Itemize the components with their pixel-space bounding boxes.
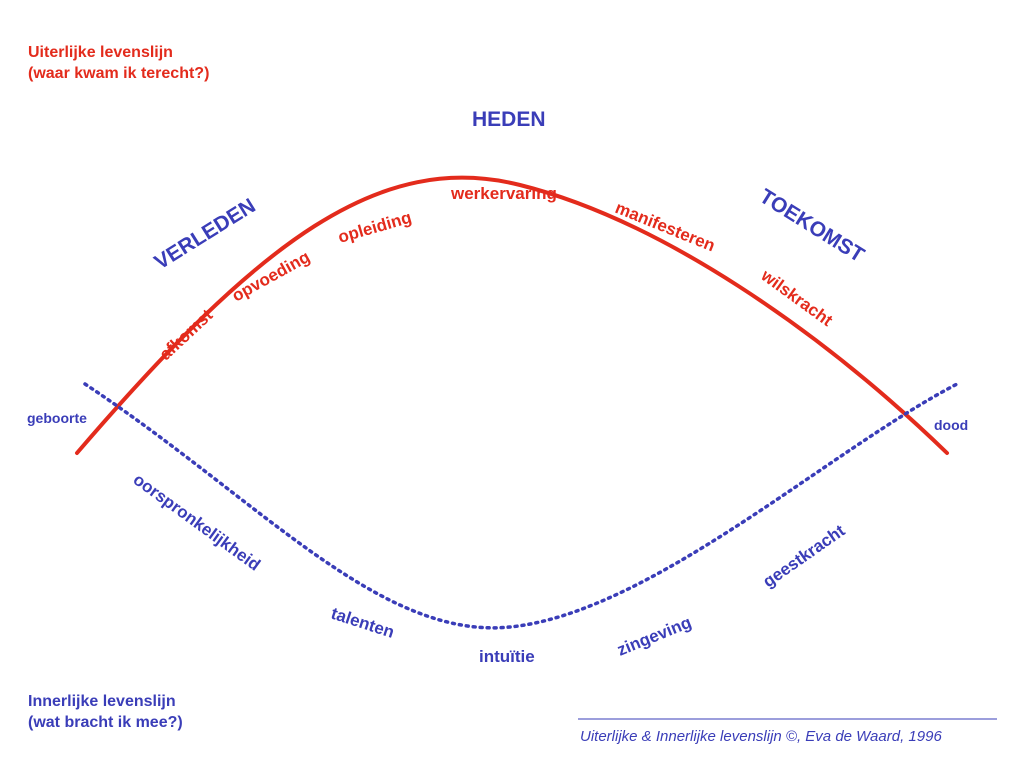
outer-life-line — [75, 175, 949, 455]
inner-label-talenten: talenten — [329, 604, 397, 642]
past-label: VERLEDEN — [150, 194, 259, 274]
inner-label-geestkracht: geestkracht — [759, 521, 848, 591]
outer-label-wilskracht: wilskracht — [757, 265, 837, 330]
inner-title-line1: Innerlijke levenslijn — [28, 693, 176, 710]
present-label: HEDEN — [472, 108, 546, 131]
birth-label: geboorte — [27, 410, 87, 426]
credit-text: Uiterlijke & Innerlijke levenslijn ©, Ev… — [580, 728, 942, 745]
outer-label-opleiding: opleiding — [336, 208, 414, 247]
inner-label-oorspronkelijkheid: oorspronkelijkheid — [130, 470, 264, 575]
future-label: TOEKOMST — [755, 185, 868, 267]
death-label: dood — [934, 417, 968, 433]
outer-label-manifesteren: manifesteren — [613, 198, 718, 255]
outer-label-afkomst: afkomst — [156, 305, 217, 364]
inner-life-line — [83, 382, 959, 630]
outer-title-line2: (waar kwam ik terecht?) — [28, 65, 209, 82]
outer-label-werkervaring: werkervaring — [450, 184, 557, 203]
inner-label-intuitie: intuïtie — [479, 647, 535, 666]
inner-title-line2: (wat bracht ik mee?) — [28, 714, 183, 731]
inner-label-zingeving: zingeving — [614, 613, 694, 660]
outer-title-line1: Uiterlijke levenslijn — [28, 44, 173, 61]
